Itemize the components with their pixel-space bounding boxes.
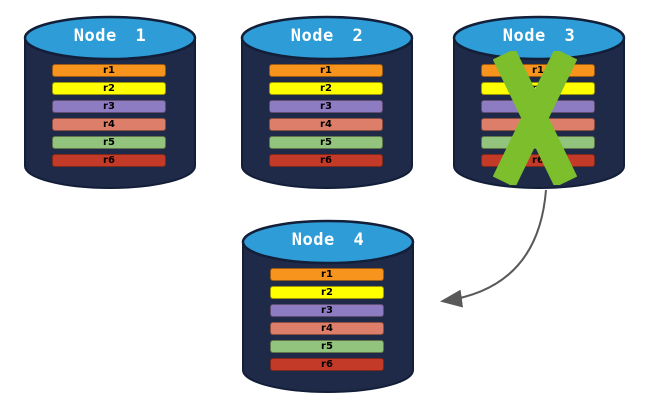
record-r4: r4 [52,118,166,131]
record-list: r1 r2 r3 r4 r5 r6 [52,64,166,172]
record-r5: r5 [270,340,384,353]
record-r1: r1 [269,64,383,77]
record-r3: r3 [52,100,166,113]
record-r4: r4 [270,322,384,335]
node-title: Node 4 [291,230,365,250]
node-title: Node 1 [73,26,147,46]
record-list: r1 r2 r3 r4 r5 r6 [269,64,383,172]
node-2: Node 2 r1 r2 r3 r4 r5 r6 [239,14,415,192]
record-list: r1 r2 r3 r4 r5 r6 [270,268,384,376]
record-r2: r2 [269,82,383,95]
record-r3: r3 [270,304,384,317]
record-r4: r4 [269,118,383,131]
record-r6: r6 [270,358,384,371]
record-r1: r1 [270,268,384,281]
record-r2: r2 [270,286,384,299]
node-1: Node 1 r1 r2 r3 r4 r5 r6 [22,14,198,192]
node-title: Node 3 [502,26,576,46]
record-r6: r6 [269,154,383,167]
node-4: Node 4 r1 r2 r3 r4 r5 r6 [240,218,416,396]
record-r1: r1 [52,64,166,77]
record-r5: r5 [52,136,166,149]
record-r6: r6 [52,154,166,167]
record-r5: r5 [269,136,383,149]
node-title: Node 2 [290,26,364,46]
record-r2: r2 [52,82,166,95]
failure-x-icon [493,51,577,185]
record-r3: r3 [269,100,383,113]
